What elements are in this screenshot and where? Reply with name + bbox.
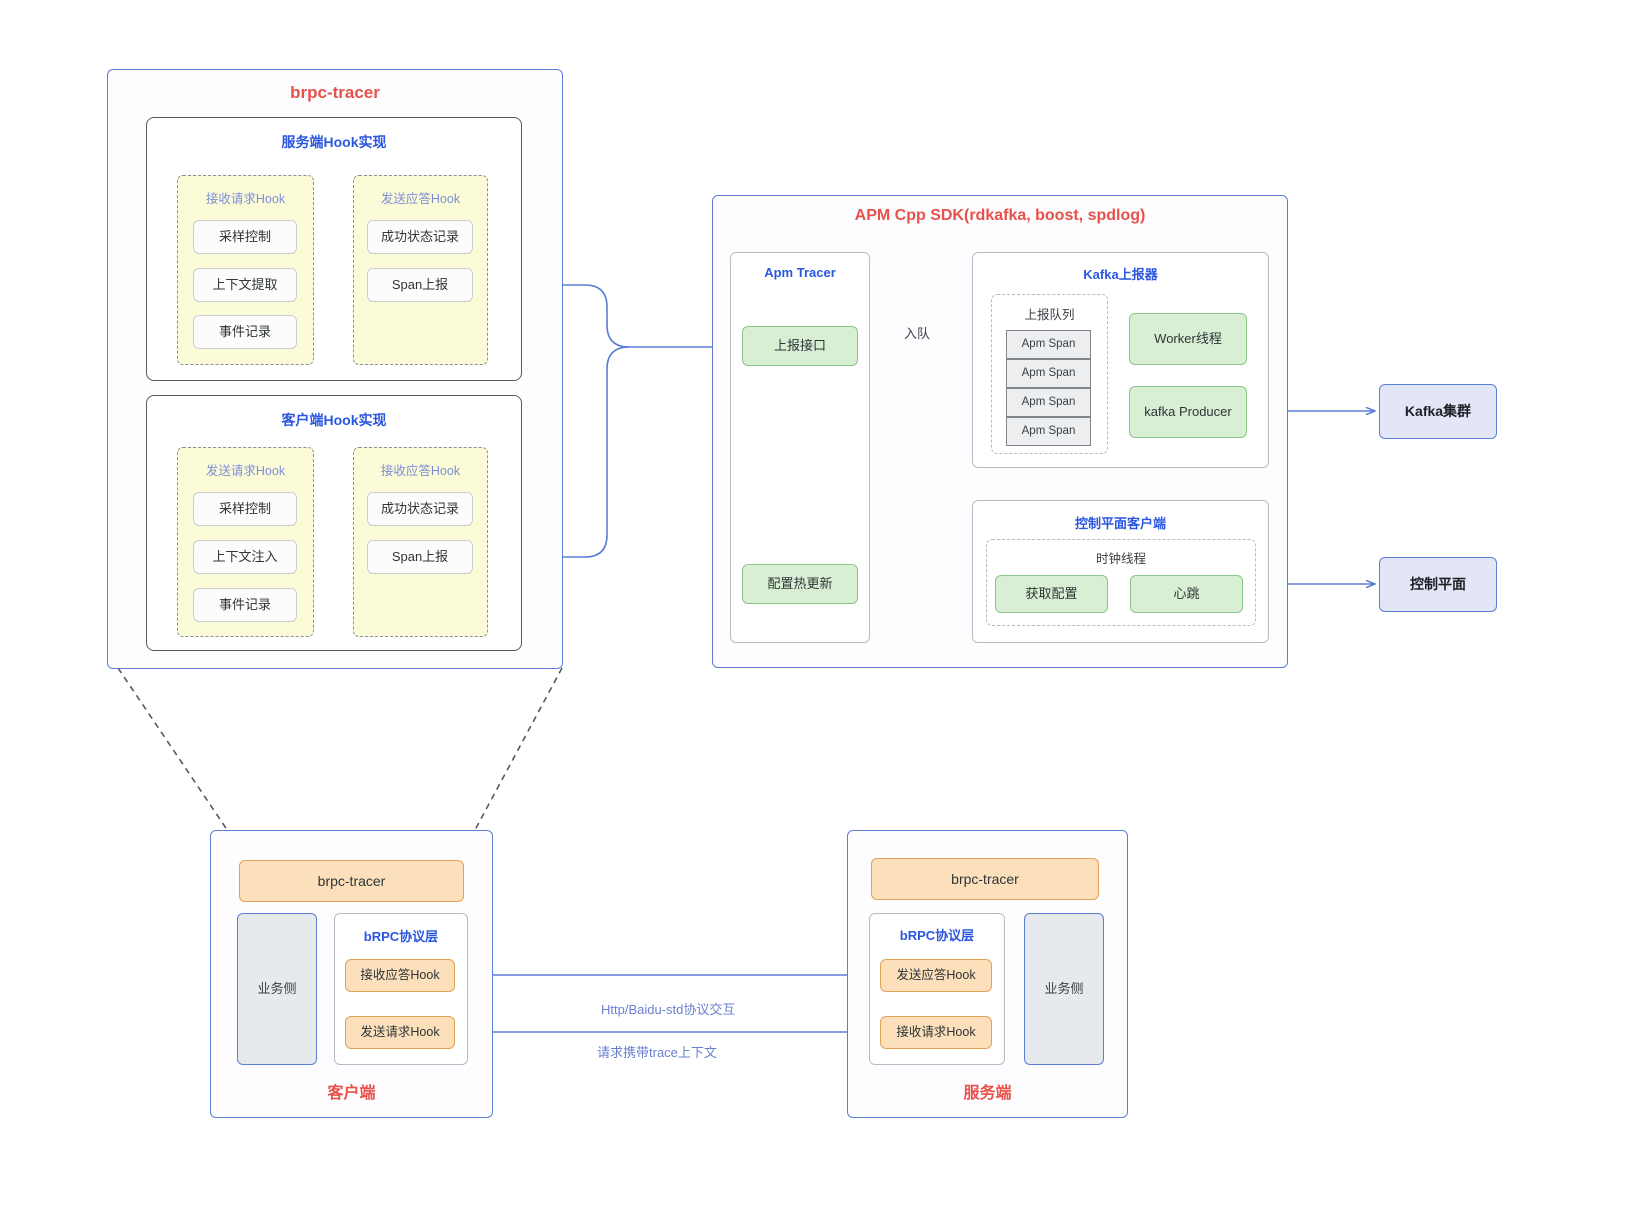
worker-thread-box[interactable]: Worker线程	[1129, 313, 1247, 365]
server-span-report[interactable]: Span上报	[367, 268, 473, 302]
kafka-cluster-box[interactable]: Kafka集群	[1379, 384, 1497, 439]
server-success-status-record[interactable]: 成功状态记录	[367, 220, 473, 254]
client-span-report[interactable]: Span上报	[367, 540, 473, 574]
server-context-extract[interactable]: 上下文提取	[193, 268, 297, 302]
client-send-request-hook-title: 发送请求Hook	[205, 464, 286, 478]
control-plane-box[interactable]: 控制平面	[1379, 557, 1497, 612]
client-event-record[interactable]: 事件记录	[193, 588, 297, 622]
server-panel-footer-title: 服务端	[963, 1085, 1012, 1102]
report-queue-title: 上报队列	[1024, 308, 1075, 322]
client-receive-response-hook[interactable]: 接收应答Hook	[345, 959, 455, 992]
protocol-interaction-label: Http/Baidu-std协议交互	[601, 1002, 736, 1017]
client-business-side: 业务侧	[237, 913, 317, 1065]
enqueue-label: 入队	[904, 326, 931, 341]
apm-sdk-panel-title: APM Cpp SDK(rdkafka, boost, spdlog)	[854, 207, 1146, 224]
apm-tracer-title: Apm Tracer	[764, 265, 836, 280]
server-send-response-hook-title: 发送应答Hook	[380, 192, 461, 206]
client-panel-footer-title: 客户端	[327, 1085, 376, 1102]
server-hook-group-title: 服务端Hook实现	[281, 134, 387, 150]
server-event-record[interactable]: 事件记录	[193, 315, 297, 349]
kafka-reporter-title: Kafka上报器	[1083, 267, 1158, 282]
apm-span-item: Apm Span	[1006, 417, 1091, 446]
kafka-producer-box[interactable]: kafka Producer	[1129, 386, 1247, 438]
server-protocol-layer-title: bRPC协议层	[899, 928, 975, 943]
client-success-status-record[interactable]: 成功状态记录	[367, 492, 473, 526]
fetch-config-box[interactable]: 获取配置	[995, 575, 1108, 613]
apm-span-item: Apm Span	[1006, 388, 1091, 417]
brpc-tracer-panel-title: brpc-tracer	[290, 83, 380, 102]
server-business-side: 业务侧	[1024, 913, 1104, 1065]
client-send-request-hook[interactable]: 发送请求Hook	[345, 1016, 455, 1049]
report-interface-box[interactable]: 上报接口	[742, 326, 858, 366]
client-receive-response-hook-title: 接收应答Hook	[380, 464, 461, 478]
client-protocol-layer-title: bRPC协议层	[363, 929, 439, 944]
clock-thread-title: 时钟线程	[1095, 552, 1146, 566]
client-brpc-tracer-bar[interactable]: brpc-tracer	[239, 860, 464, 902]
server-brpc-tracer-bar[interactable]: brpc-tracer	[871, 858, 1099, 900]
apm-span-item: Apm Span	[1006, 359, 1091, 388]
control-plane-client-title: 控制平面客户端	[1074, 516, 1166, 531]
heartbeat-box[interactable]: 心跳	[1130, 575, 1243, 613]
server-receive-request-hook[interactable]: 接收请求Hook	[880, 1016, 992, 1049]
trace-context-label: 请求携带trace上下文	[597, 1045, 717, 1060]
client-sampling-control[interactable]: 采样控制	[193, 492, 297, 526]
client-context-inject[interactable]: 上下文注入	[193, 540, 297, 574]
client-hook-group-title: 客户端Hook实现	[281, 412, 387, 428]
apm-span-item: Apm Span	[1006, 330, 1091, 359]
config-hot-update-box[interactable]: 配置热更新	[742, 564, 858, 604]
server-send-response-hook[interactable]: 发送应答Hook	[880, 959, 992, 992]
server-sampling-control[interactable]: 采样控制	[193, 220, 297, 254]
server-receive-request-hook-title: 接收请求Hook	[205, 192, 286, 206]
